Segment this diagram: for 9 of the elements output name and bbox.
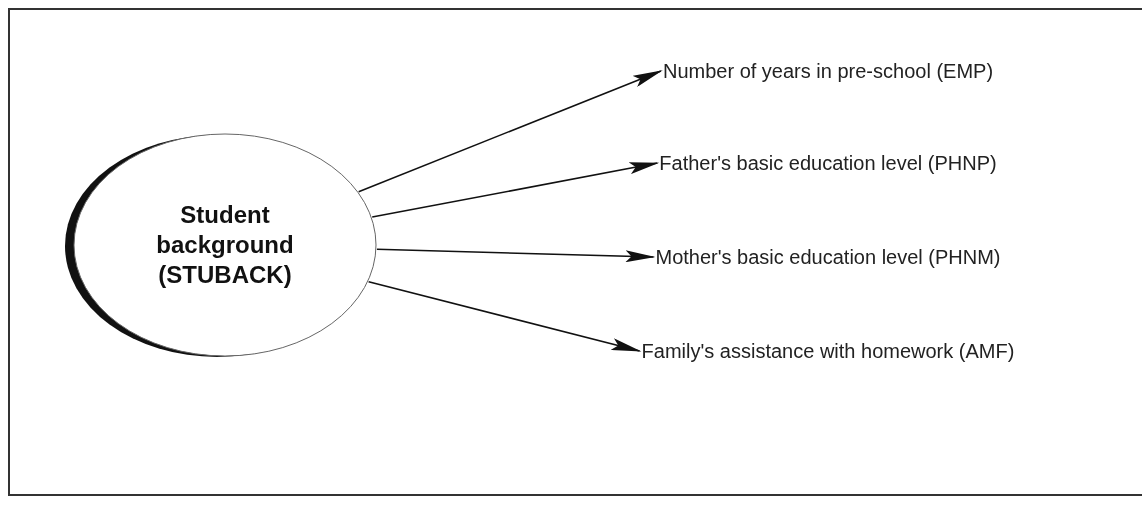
variable-label: Number of years in pre-school (EMP) (662, 59, 994, 84)
arrow (367, 280, 642, 352)
arrow (357, 70, 663, 193)
variable-label: Family's assistance with homework (AMF) (641, 339, 1015, 364)
arrow (371, 162, 660, 218)
node-label: Student background (STUBACK) (155, 200, 295, 290)
variable-label: Mother's basic education level (PHNM) (655, 245, 1001, 270)
arrow (376, 248, 656, 263)
variable-label: Father's basic education level (PHNP) (659, 151, 997, 176)
